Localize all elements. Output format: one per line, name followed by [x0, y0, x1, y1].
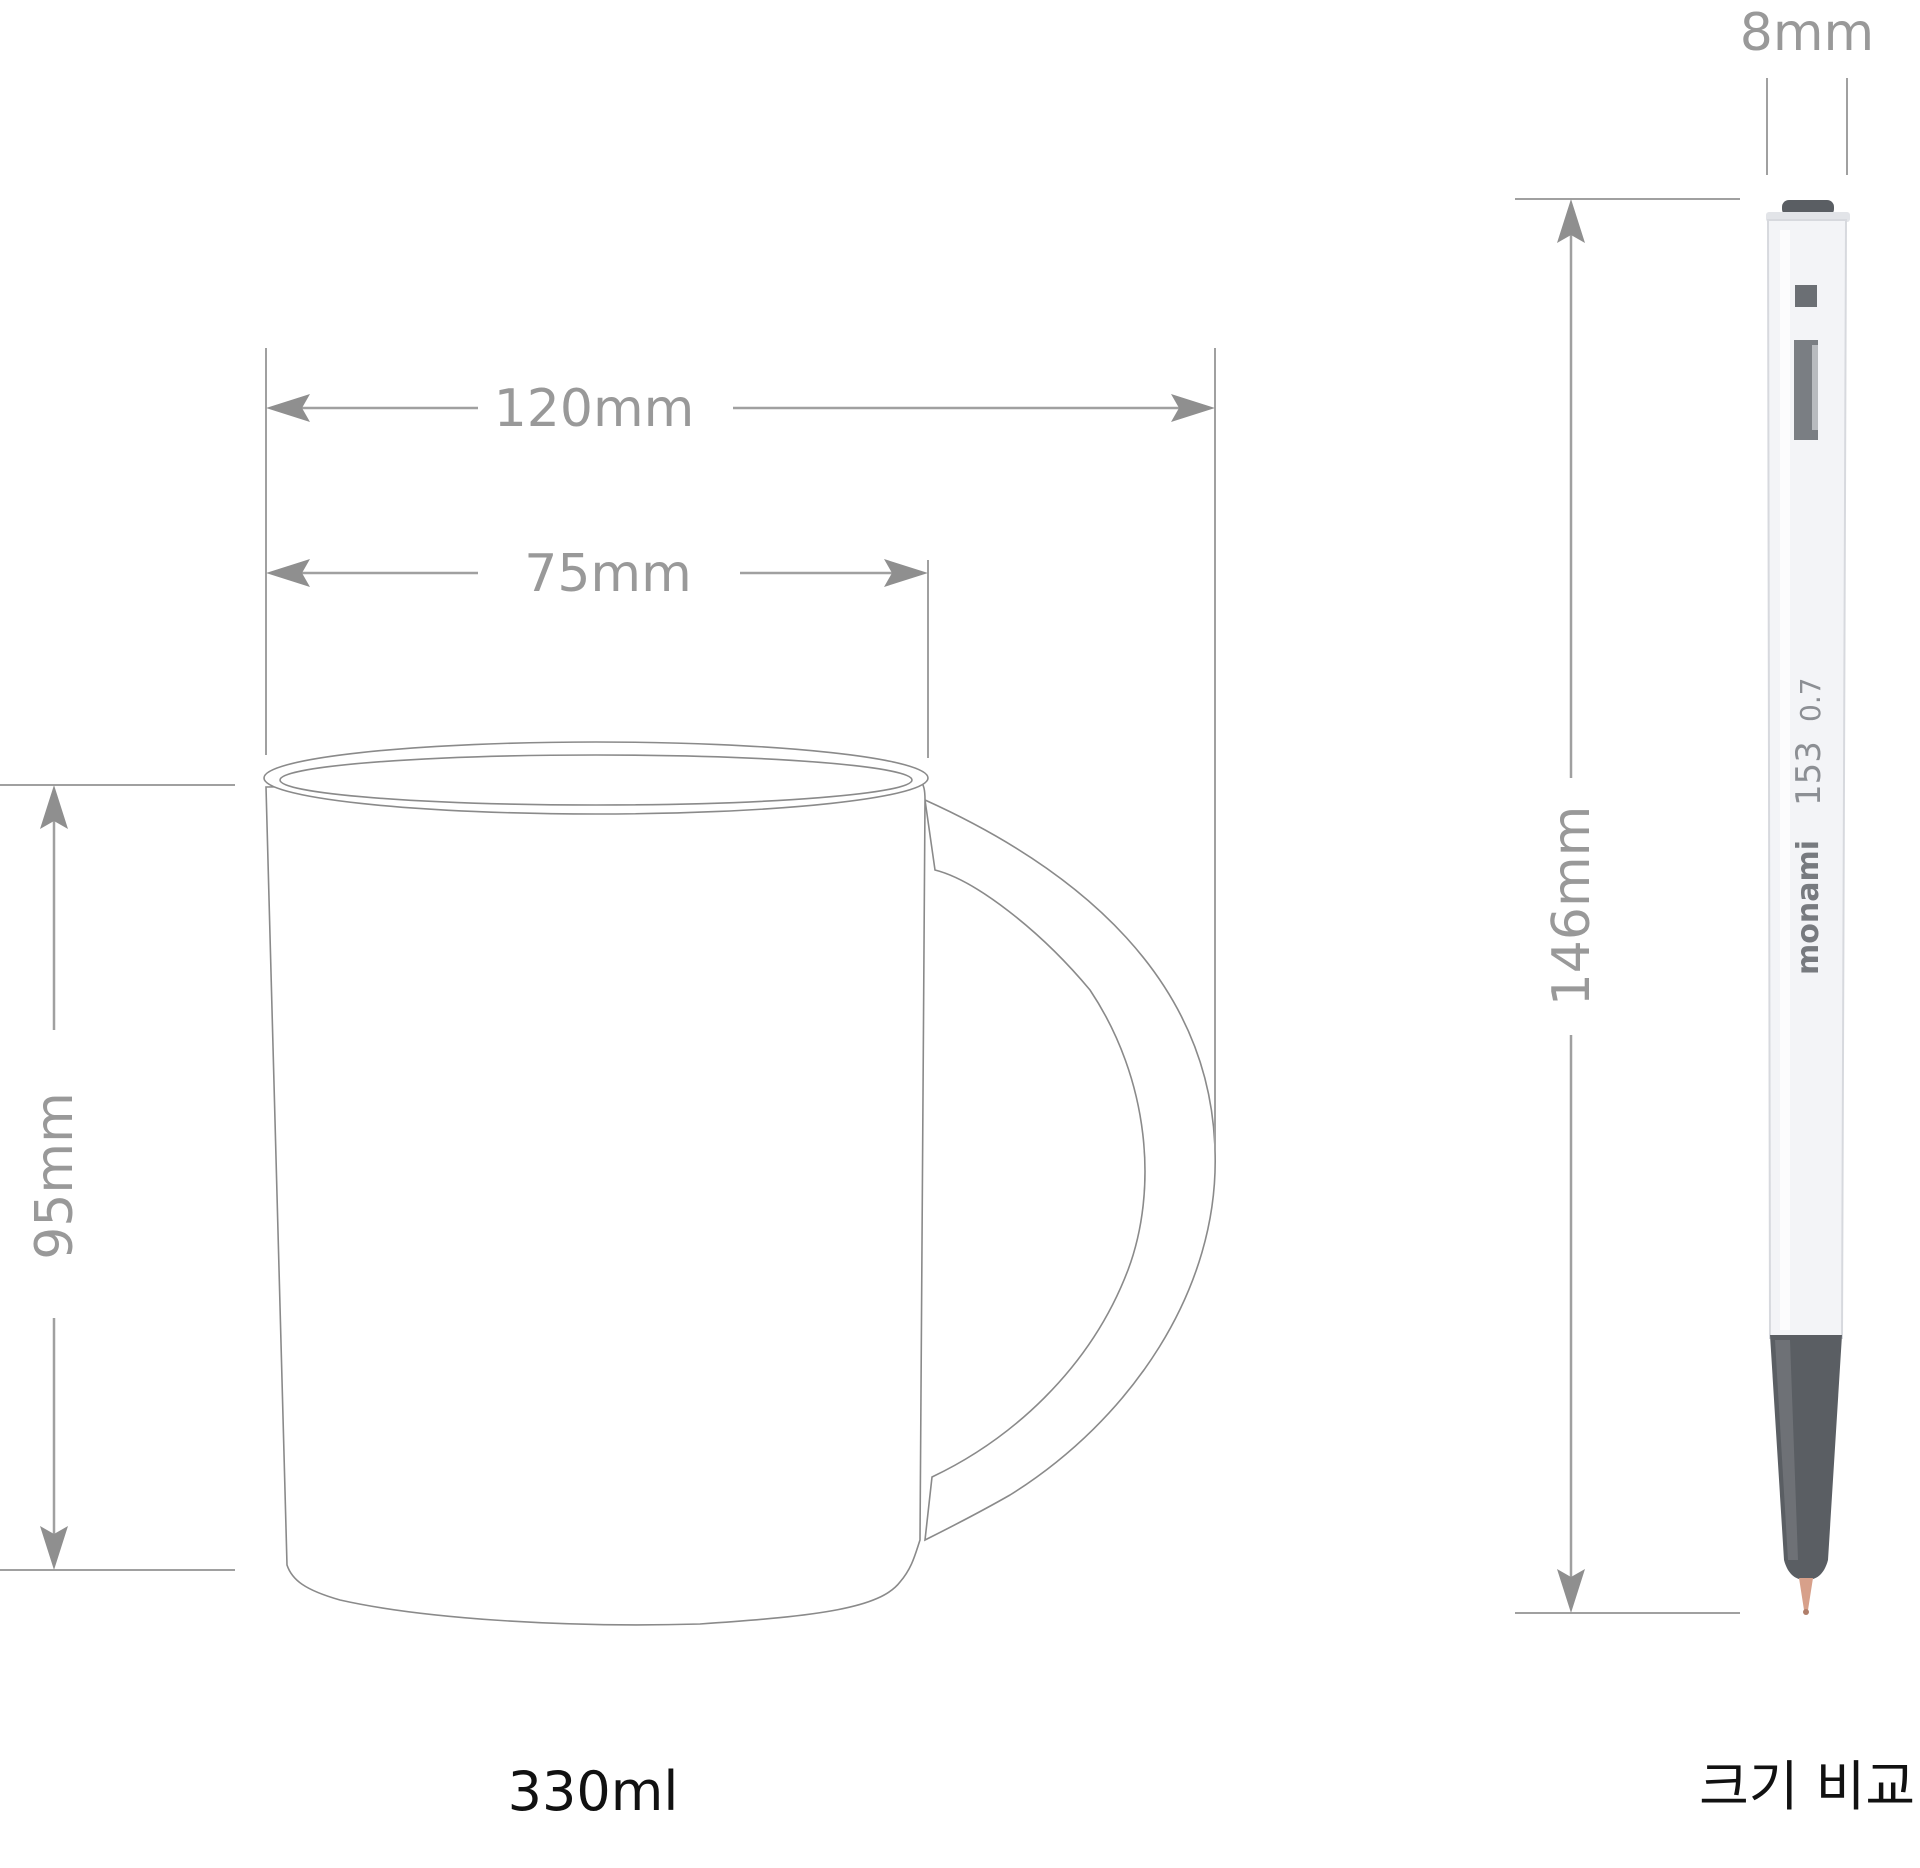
label-pen-width: 8mm: [1740, 3, 1874, 63]
label-mug-body-width: 75mm: [524, 544, 691, 604]
dimension-120mm: 120mm: [266, 379, 1215, 439]
mug-rim-inner: [279, 754, 913, 806]
dimension-75mm: 75mm: [266, 544, 928, 604]
pen-model-number: 153: [1789, 741, 1829, 806]
pen-tip: [1799, 1578, 1813, 1610]
pen-drawing: 0.7 153 monami: [1766, 200, 1850, 1615]
caption-size-comparison: 크기 비교: [1699, 1755, 1915, 1818]
pen-brand-logo: monami: [1791, 840, 1826, 975]
pen-square-mark: [1795, 285, 1817, 307]
mug-handle: [924, 798, 1216, 1542]
dimension-95mm: 95mm: [25, 785, 85, 1570]
pen-tip-size: 0.7: [1794, 677, 1827, 722]
mug-body: [265, 779, 926, 1626]
dimension-146mm: 146mm: [1542, 199, 1602, 1613]
label-pen-length: 146mm: [1542, 806, 1602, 1007]
label-mug-total-width: 120mm: [494, 379, 695, 439]
caption-volume: 330ml: [508, 1760, 679, 1823]
label-mug-height: 95mm: [25, 1092, 85, 1259]
mug-drawing: [263, 741, 1216, 1626]
